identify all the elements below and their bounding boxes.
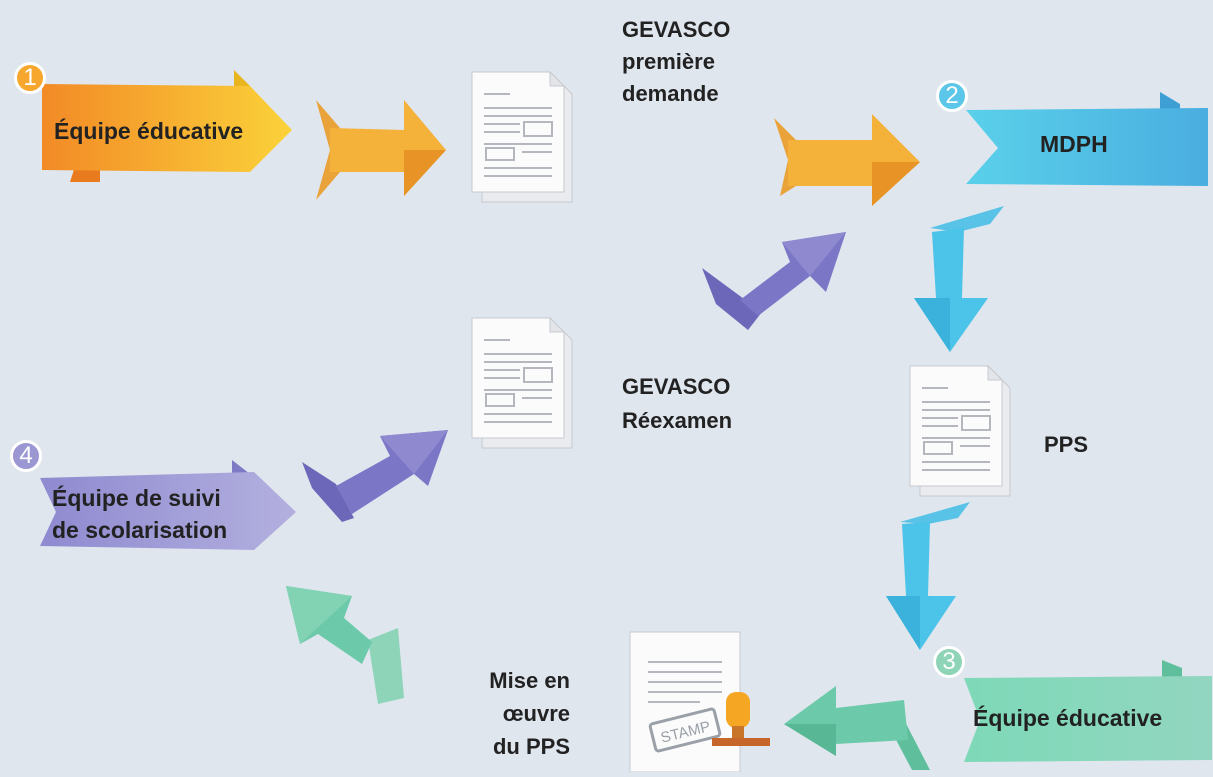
step-1-badge: 1 [14, 62, 46, 94]
step-4-label: Équipe de suivi de scolarisation [52, 482, 227, 546]
gevasco-review-label: GEVASCO Réexamen [622, 370, 732, 438]
stamped-document-icon: STAMP [629, 631, 770, 773]
implementation-label: Mise en œuvre du PPS [440, 664, 570, 763]
gevasco-review-document-icon [471, 317, 573, 449]
step-2-badge: 2 [936, 80, 968, 112]
gevasco-first-document-icon [471, 71, 573, 203]
step-1-label: Équipe éducative [54, 118, 244, 144]
rubber-stamp-icon [712, 692, 770, 746]
arrow-team-to-gevasco [316, 100, 446, 200]
gevasco-first-line-1: GEVASCO [622, 17, 731, 42]
arrow-team-to-implementation [784, 686, 930, 770]
implementation-line-3: du PPS [492, 734, 570, 759]
ribbon-step-4 [40, 460, 296, 550]
step-3-label: Équipe éducative [973, 705, 1163, 731]
arrow-mdph-to-pps [914, 206, 1004, 352]
gevasco-first-line-2: première [622, 49, 715, 74]
gevasco-review-line-1: GEVASCO [622, 374, 731, 399]
step-4-label-line-2: de scolarisation [52, 517, 228, 543]
arrow-team4-to-review [302, 430, 448, 522]
ribbon-step-1 [42, 70, 292, 182]
step-4-label-line-1: Équipe de suivi [52, 485, 221, 511]
arrow-review-to-mdph [702, 232, 846, 330]
ribbon-step-3 [964, 660, 1212, 762]
step-3-badge: 3 [933, 646, 965, 678]
pps-label: PPS [1044, 432, 1089, 457]
implementation-line-2: œuvre [502, 701, 570, 726]
ribbon-step-2 [966, 92, 1208, 186]
arrow-pps-to-team [886, 502, 970, 650]
pps-document-icon [909, 365, 1011, 497]
step-4-badge: 4 [10, 440, 42, 472]
arrow-implementation-to-team4 [286, 586, 404, 704]
step-2-label: MDPH [1040, 131, 1108, 157]
arrow-gevasco-to-mdph [774, 114, 920, 206]
gevasco-first-line-3: demande [622, 81, 719, 106]
gevasco-first-label: GEVASCO première demande [622, 14, 730, 110]
gevasco-review-line-2: Réexamen [622, 408, 733, 433]
implementation-line-1: Mise en [489, 668, 570, 693]
